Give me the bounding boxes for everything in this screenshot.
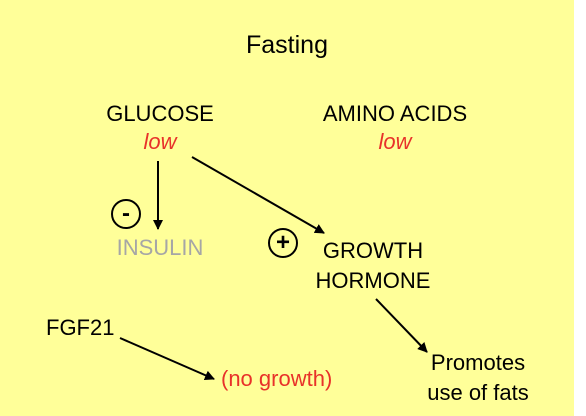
glucose-label: GLUCOSE — [106, 101, 214, 126]
fgf21-label: FGF21 — [46, 315, 115, 340]
fgf21-to-no-growth-arrow — [119, 337, 215, 380]
arrows-layer — [119, 156, 428, 380]
stimulation-sign-icon: + — [268, 228, 298, 258]
promotes-fats-line2: use of fats — [427, 380, 529, 405]
promotes-fats-line1: Promotes — [430, 350, 526, 375]
amino-acids-label: AMINO ACIDS — [322, 101, 468, 126]
diagram-title: Fasting — [246, 31, 328, 59]
glucose-to-growth-hormone-arrow — [191, 156, 325, 234]
diagram-canvas: Fasting GLUCOSE low AMINO ACIDS low INSU… — [0, 0, 574, 416]
growth-hormone-line1: GROWTH — [322, 238, 424, 263]
growth-hormone-line2: HORMONE — [315, 268, 431, 293]
insulin-label: INSULIN — [116, 235, 204, 260]
no-growth-label: (no growth) — [221, 366, 333, 391]
inhibition-sign-icon: - — [111, 199, 141, 229]
amino-acids-level: low — [378, 129, 412, 154]
glucose-level: low — [143, 129, 177, 154]
growth-hormone-to-fats-arrow — [375, 298, 428, 353]
